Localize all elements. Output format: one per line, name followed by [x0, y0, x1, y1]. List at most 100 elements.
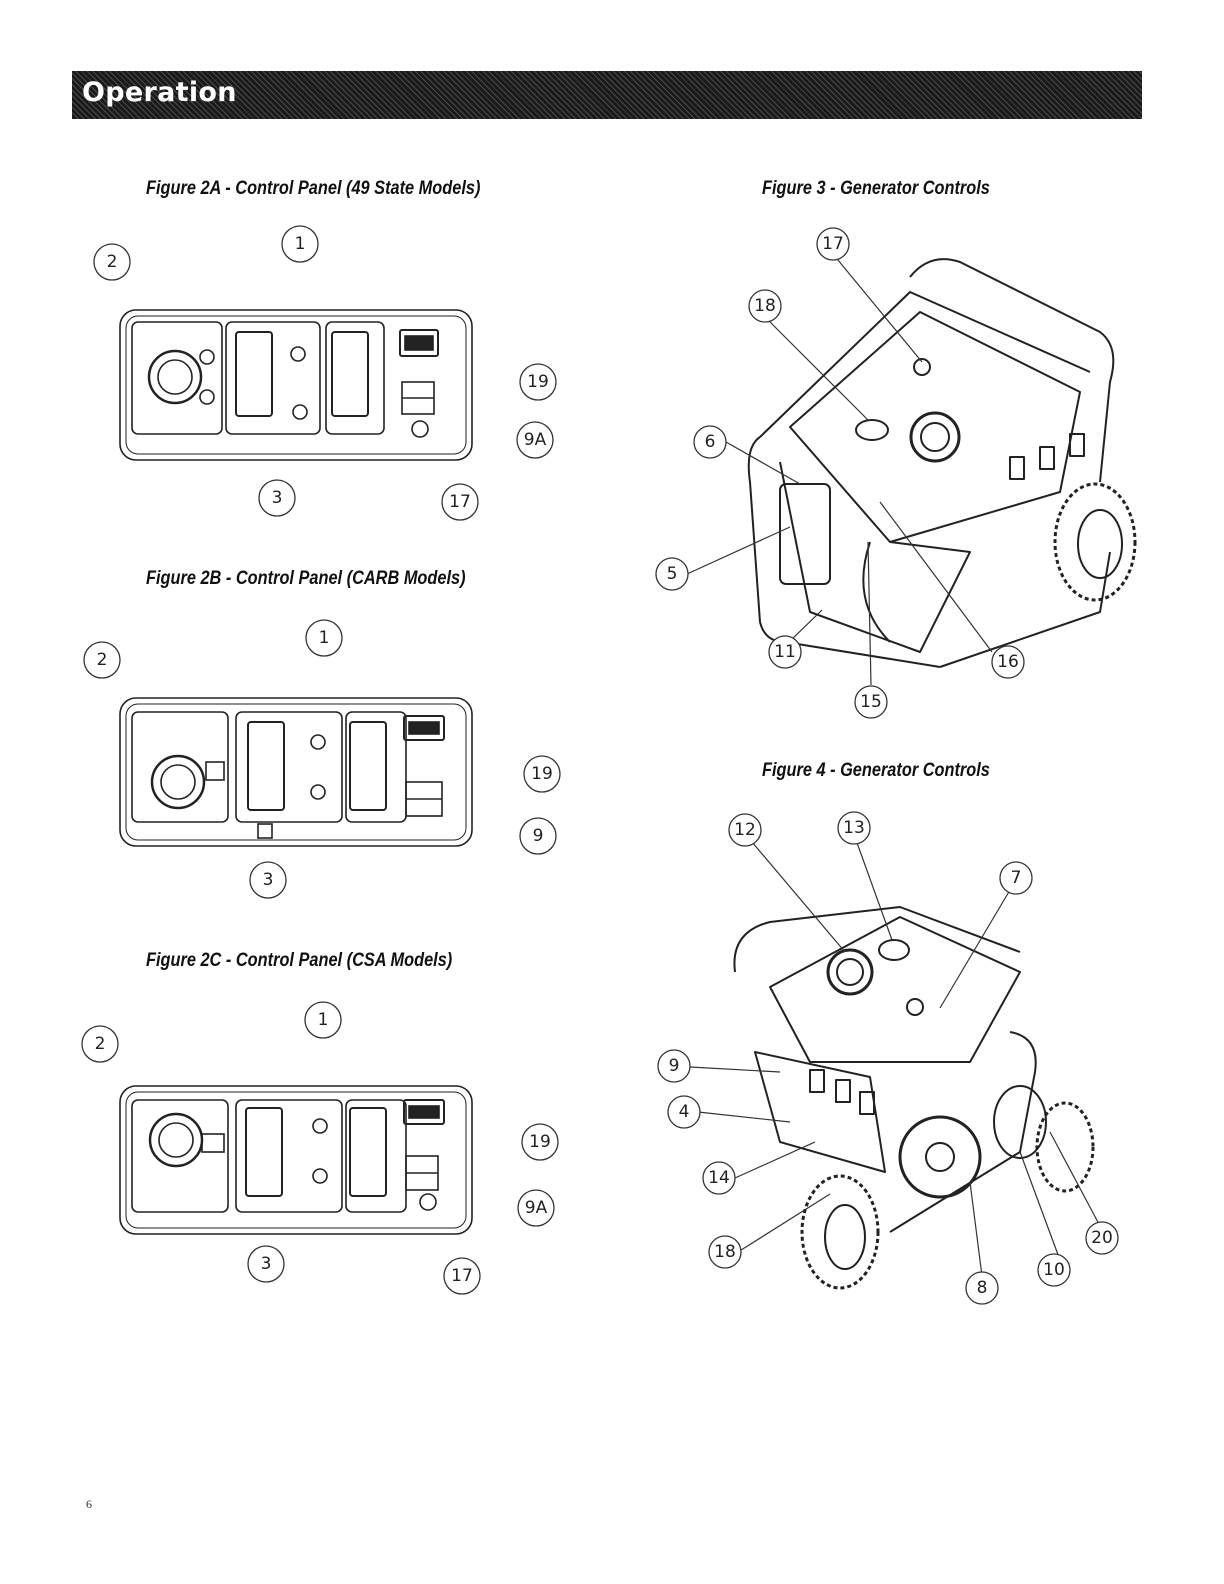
callout-label: 8 — [977, 1278, 988, 1298]
callout-label: 2 — [107, 252, 118, 272]
wheel — [1053, 482, 1137, 602]
page-number: 6 — [86, 1497, 92, 1511]
callout-bubble — [247, 1245, 285, 1283]
callout-bubble — [748, 289, 782, 323]
breaker-button — [310, 734, 326, 750]
bottom-frame — [939, 551, 1111, 668]
callout-bubble — [657, 1049, 691, 1083]
outlet — [809, 1069, 825, 1093]
figure-2b-control-panel: 2 1 19 9 3 — [60, 612, 580, 912]
callout-label: 16 — [997, 652, 1019, 672]
duplex-gfci-outlet-plate-right — [345, 711, 407, 823]
indicator-light — [913, 358, 931, 376]
indicator-light — [906, 998, 924, 1016]
callout-label: 3 — [261, 1254, 272, 1274]
fuel-tank-outline — [789, 311, 1081, 543]
twist-lock-outlet-plate — [131, 1099, 229, 1213]
callout-label: 18 — [754, 296, 776, 316]
engine-housing — [779, 461, 971, 653]
callout-bubble — [1037, 1253, 1071, 1287]
twist-lock-outlet — [148, 1112, 204, 1168]
callout-label: 3 — [272, 488, 283, 508]
callout-bubble — [516, 421, 554, 459]
callout-bubble — [81, 1025, 119, 1063]
indicator-light — [419, 1193, 437, 1211]
callout-label: 19 — [529, 1132, 551, 1152]
wheel — [800, 1174, 880, 1290]
panel-outer-frame — [119, 697, 473, 847]
duplex-outlet-plate-right — [325, 321, 385, 435]
callout-bubble — [517, 1189, 555, 1227]
callout-bubble — [837, 811, 871, 845]
callout-label: 7 — [1011, 868, 1022, 888]
breaker-button — [312, 1118, 328, 1134]
hour-meter — [403, 1099, 445, 1125]
callout-label: 13 — [843, 818, 865, 838]
callout-bubble — [83, 641, 121, 679]
callout-label: 2 — [95, 1034, 106, 1054]
callout-bubble — [249, 861, 287, 899]
callout-bubble — [667, 1095, 701, 1129]
section-title: Operation — [82, 77, 237, 108]
callout-label: 9A — [524, 430, 547, 450]
twist-lock-outlet-plate — [131, 321, 223, 435]
indicator-light — [411, 420, 429, 438]
callout-label: 14 — [708, 1168, 730, 1188]
outlet — [1069, 433, 1085, 457]
fuel-cap — [909, 411, 961, 463]
fuel-cap — [826, 948, 874, 996]
fuel-gauge — [878, 939, 910, 961]
control-panel-side — [754, 1051, 886, 1173]
callout-bubble — [519, 363, 557, 401]
air-filter-box — [779, 483, 831, 585]
front-frame-loop — [889, 1031, 1037, 1233]
callout-label: 2 — [97, 650, 108, 670]
callout-label: 19 — [531, 764, 553, 784]
callout-bubble — [521, 1123, 559, 1161]
breaker-button — [292, 404, 308, 420]
callout-bubble — [441, 483, 479, 521]
callout-bubble — [702, 1161, 736, 1195]
panel-outer-frame — [119, 1085, 473, 1235]
breaker-button — [201, 1133, 225, 1153]
duplex-outlet-plate-left — [235, 1099, 343, 1213]
callout-bubble — [965, 1271, 999, 1305]
panel-outer-frame — [119, 309, 473, 461]
callout-label: 19 — [527, 372, 549, 392]
wheel — [1035, 1101, 1095, 1193]
callout-label: 18 — [714, 1242, 736, 1262]
callout-label: 11 — [774, 642, 796, 662]
breaker-button — [310, 784, 326, 800]
hour-meter — [399, 329, 439, 357]
callout-label: 6 — [705, 432, 716, 452]
figure-2c-control-panel: 2 1 19 9A 3 17 — [60, 996, 580, 1296]
breaker-button — [312, 1168, 328, 1184]
callout-bubble — [281, 225, 319, 263]
twist-lock-outlet — [150, 754, 206, 810]
figure-2a-caption: Figure 2A - Control Panel (49 State Mode… — [146, 178, 481, 199]
outlet — [859, 1091, 875, 1115]
choke-lever — [862, 541, 891, 643]
figure-2b-caption: Figure 2B - Control Panel (CARB Models) — [146, 568, 466, 589]
callout-bubble — [519, 817, 557, 855]
breaker-button — [290, 346, 306, 362]
callout-label: 1 — [295, 234, 306, 254]
duplex-outlet-plate-left — [225, 321, 321, 435]
callout-label: 20 — [1091, 1228, 1113, 1248]
callout-label: 5 — [667, 564, 678, 584]
callout-label: 1 — [318, 1010, 329, 1030]
muffler — [993, 1085, 1047, 1159]
breaker-button — [205, 761, 225, 781]
callout-bubble — [693, 425, 727, 459]
fuel-gauge — [855, 419, 889, 441]
twist-lock-outlet — [147, 349, 203, 405]
callout-bubble — [854, 685, 888, 719]
figure-2a-control-panel: 2 1 19 9A 3 17 — [60, 222, 580, 532]
figure-3-caption: Figure 3 - Generator Controls — [762, 178, 990, 199]
callout-bubble — [443, 1257, 481, 1295]
callout-label: 12 — [734, 820, 756, 840]
figure-4-generator-front-view: 12 13 7 9 4 14 18 8 10 20 — [640, 811, 1160, 1312]
callout-bubble — [999, 861, 1033, 895]
callout-label: 10 — [1043, 1260, 1065, 1280]
callout-label: 4 — [679, 1102, 690, 1122]
